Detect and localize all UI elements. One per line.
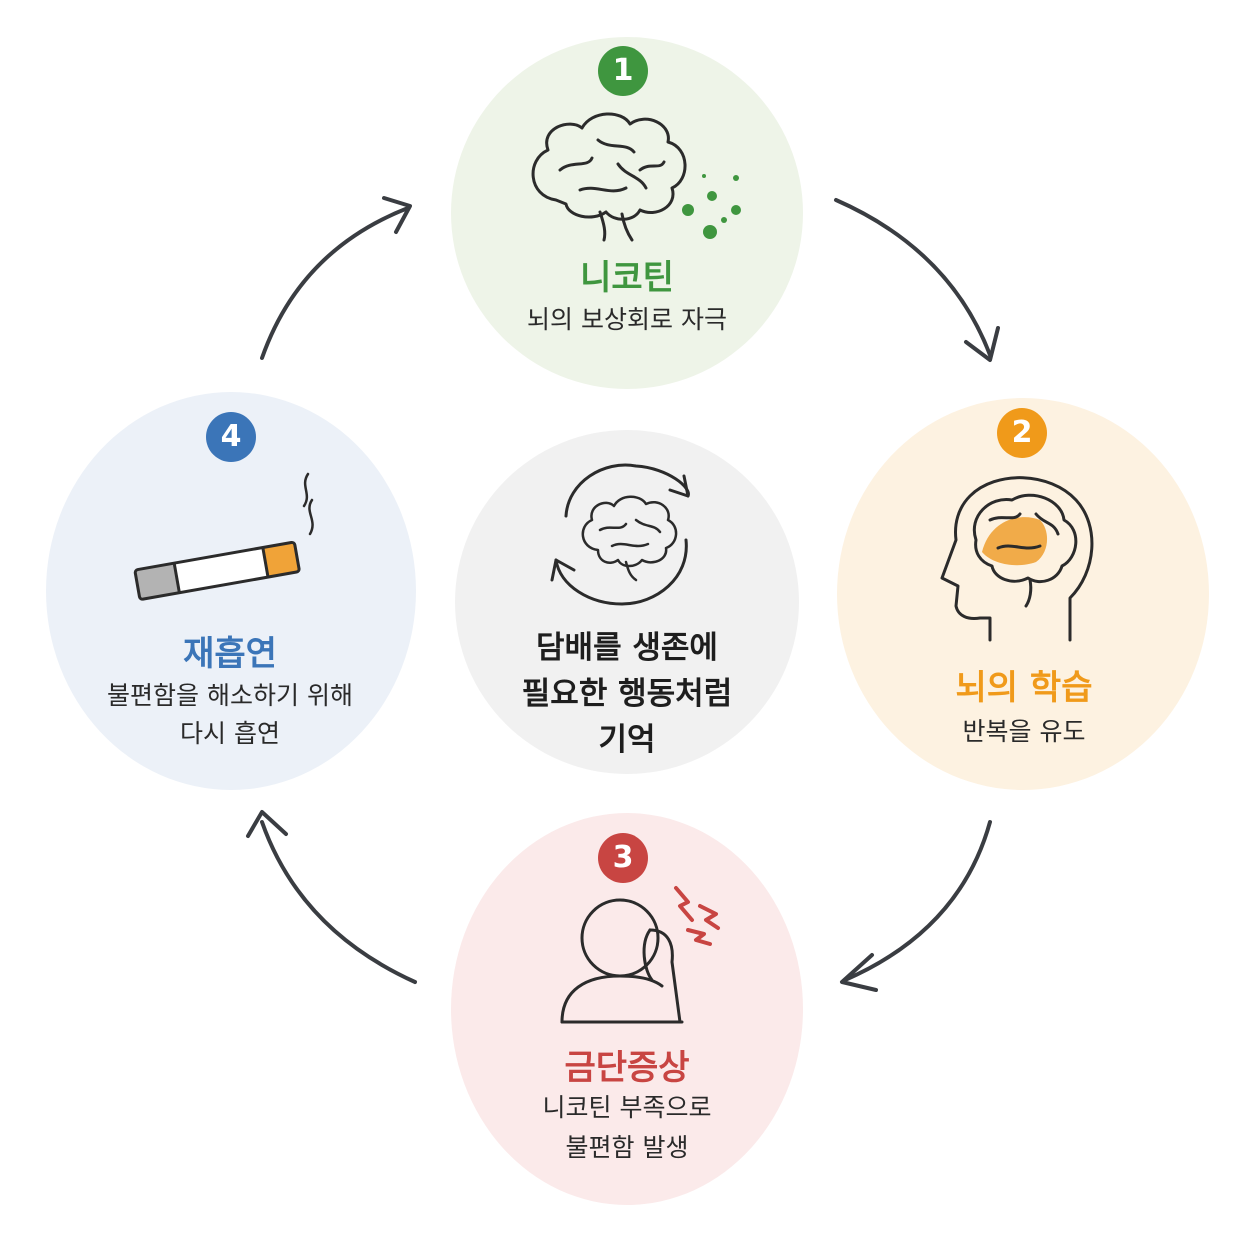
step-4-title: 재흡연 [183, 634, 277, 674]
arrowhead-1-to-2 [964, 326, 1000, 362]
cigarette-icon [133, 472, 314, 601]
step-4-desc-line-1: 불편함을 해소하기 위해 [107, 681, 353, 710]
step-3-desc-line-1: 니코틴 부족으로 [542, 1093, 712, 1122]
head-brain-highlight-icon [940, 476, 1094, 642]
step-4-badge: 4 [206, 412, 256, 462]
step-3-badge: 3 [598, 833, 648, 883]
arrow-4-to-1 [260, 206, 410, 360]
arrowhead-3-to-4 [246, 810, 288, 838]
center-text-line-2: 필요한 행동처럼 [521, 676, 733, 712]
step-3-title: 금단증상 [564, 1048, 690, 1088]
arrow-1-to-2 [834, 198, 992, 357]
center-text-line-1: 담배를 생존에 [536, 630, 718, 666]
step-3-desc-line-2: 불편함 발생 [565, 1133, 689, 1162]
nicotine-particles [682, 174, 741, 239]
step-2-badge: 2 [997, 408, 1047, 458]
center-text-line-3: 기억 [598, 722, 656, 758]
headache-person-icon [560, 886, 720, 1024]
step-2-desc: 반복을 유도 [962, 717, 1086, 746]
step-1-desc: 뇌의 보상회로 자극 [527, 305, 727, 334]
step-2-circle [837, 398, 1209, 790]
brain-cycle-icon [550, 463, 690, 606]
arrowhead-4-to-1 [382, 196, 412, 234]
step-1-title: 니코틴 [580, 258, 674, 298]
step-4-desc-line-2: 다시 흡연 [180, 719, 280, 748]
brain-with-particles-icon [531, 112, 687, 242]
center-circle [455, 430, 799, 774]
arrow-2-to-3 [843, 820, 992, 982]
arrow-3-to-4 [260, 820, 417, 984]
arrowhead-2-to-3 [840, 953, 878, 992]
step-2-title: 뇌의 학습 [955, 668, 1093, 708]
step-1-badge: 1 [598, 46, 648, 96]
